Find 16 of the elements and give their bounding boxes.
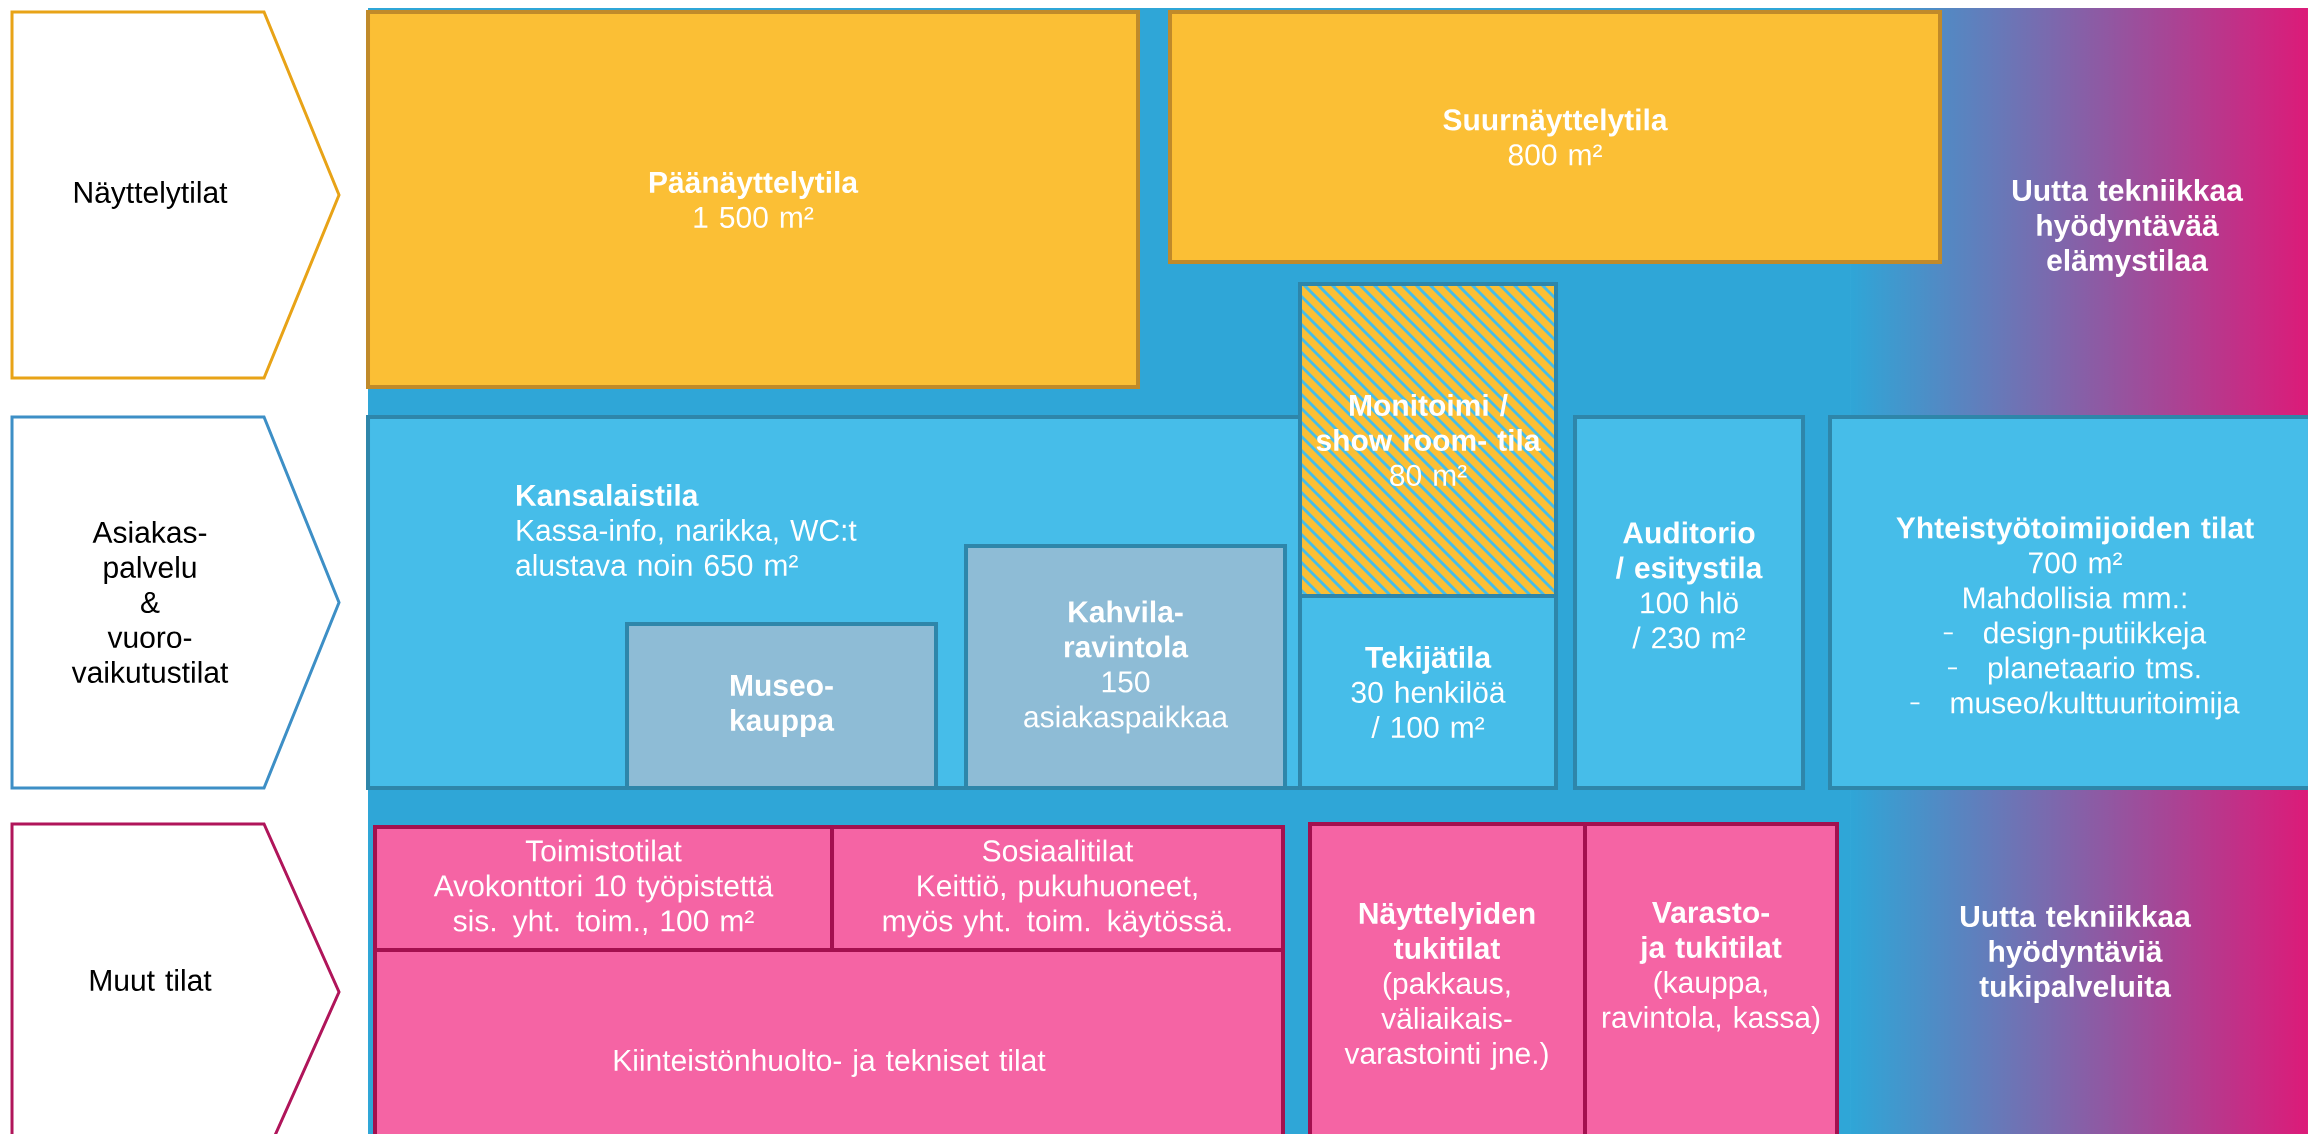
room-box: Suurnäyttelytila 800 m²	[1168, 10, 1942, 264]
room-box: Päänäyttelytila 1 500 m²	[366, 10, 1140, 389]
area-note: Uutta tekniikkaa hyödyntävää elämystilaa	[2012, 179, 2244, 277]
room-box: Yhteistyötoimijoiden tilat 700 m² Mahdollisia mm.: design-putiikkeja planetaario tms. museo/kulttuuritoimija	[1828, 415, 2308, 790]
room-box: Museo- kauppa	[625, 622, 938, 790]
room-box: Sosiaalitilat Keittiö, pukuhuoneet, myös yht. toim. käytössä.	[830, 825, 1285, 952]
room-box: Toimistotilat Avokonttori 10 työpistettä sis. yht. toim., 100 m²	[373, 825, 834, 952]
category-banner: Näyttelytilat	[10, 10, 341, 380]
room-box: Kahvila- ravintola 150 asiakaspaikkaa	[964, 544, 1287, 790]
room-box: Varasto- ja tukitilat (kauppa, ravintola, kassa)	[1583, 822, 1839, 1134]
room-box: Näyttelyiden tukitilat (pakkaus, väliaikais- varastointi jne.)	[1308, 822, 1587, 1134]
room-box: Auditorio / esitystila 100 hlö / 230 m²	[1573, 415, 1805, 790]
category-banner: Asiakas- palvelu & vuoro- vaikutustilat	[10, 415, 341, 790]
area-note: Uutta tekniikkaa hyödyntäviä tukipalveluita	[1960, 905, 2192, 1003]
room-box: Tekijätila 30 henkilöä / 100 m²	[1298, 594, 1558, 790]
category-banner: Muut tilat	[10, 822, 341, 1134]
